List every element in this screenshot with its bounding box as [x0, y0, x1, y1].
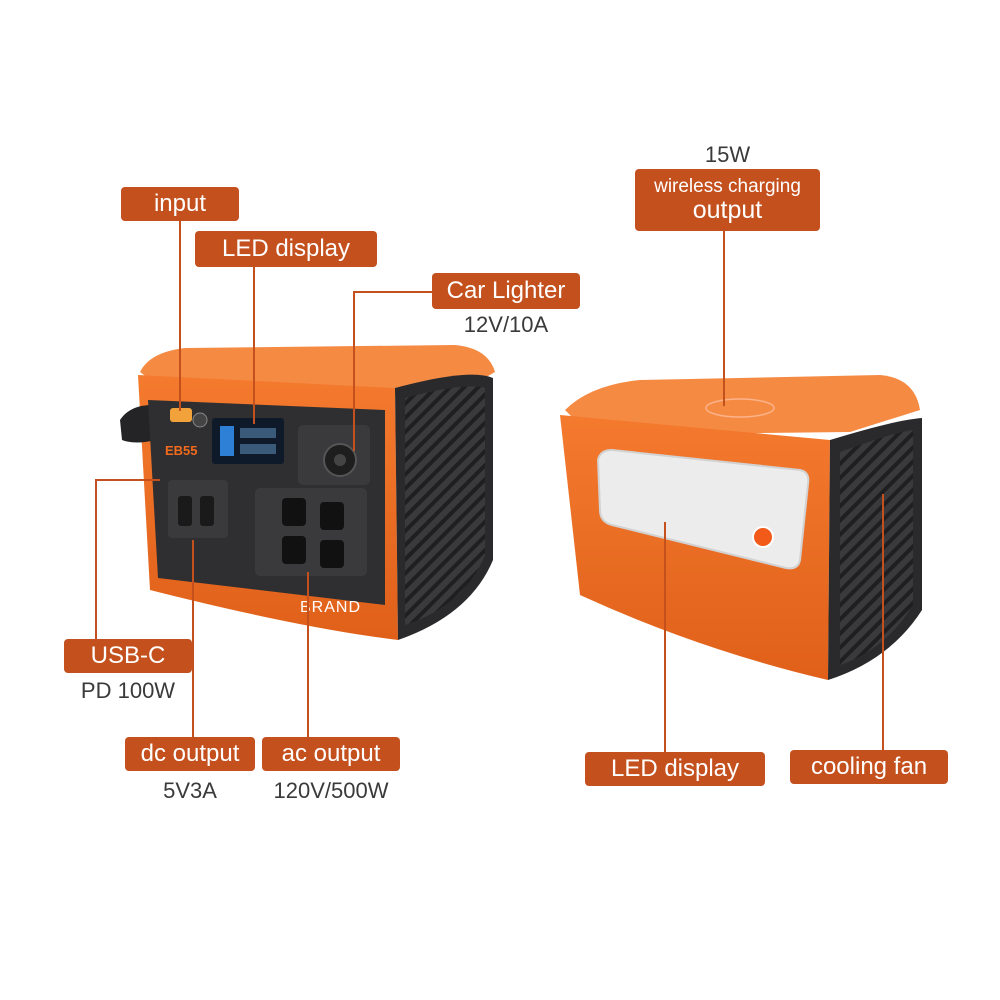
dc-output-label: dc output [125, 737, 255, 771]
wireless-charging-label-top: wireless charging [654, 176, 801, 197]
usb-c-port-2 [200, 496, 214, 526]
wireless-charging-label: wireless charging output [635, 169, 820, 231]
power-button-icon [192, 412, 208, 428]
rear-unit [560, 375, 922, 680]
battery-bar [220, 426, 234, 456]
leader-led-front [253, 266, 255, 424]
wireless-power-spec: 15W [704, 142, 751, 167]
input-label: input [121, 187, 239, 221]
ac-outlet-3 [282, 536, 306, 564]
leader-dc [192, 540, 194, 740]
brand-logo: BRAND [300, 599, 361, 616]
cooling-fan-label: cooling fan [790, 750, 948, 784]
leader-fan [882, 494, 884, 754]
dc-output-spec: 5V3A [163, 778, 217, 803]
leader-wireless [723, 231, 725, 406]
usb-c-spec: PD 100W [80, 678, 176, 703]
car-lighter-label: Car Lighter [432, 273, 580, 309]
car-lighter-spec: 12V/10A [463, 312, 549, 337]
leader-input [179, 221, 181, 411]
ac-output-spec: 120V/500W [273, 778, 389, 803]
leader-led-back [664, 522, 666, 754]
led-display-back-label: LED display [585, 752, 765, 786]
input-port-icon [170, 408, 192, 422]
leader-car-v [353, 291, 355, 451]
model-name: EB55 [165, 443, 198, 458]
wireless-charging-label-bottom: output [692, 196, 763, 224]
leader-ac [307, 572, 309, 740]
leader-usbc-v [95, 479, 97, 639]
ac-outlet-1 [282, 498, 306, 526]
leader-usbc-h [95, 479, 160, 481]
handle [120, 405, 156, 443]
ac-outlet-4 [320, 540, 344, 568]
ac-output-label: ac output [262, 737, 400, 771]
ac-outlet-2 [320, 502, 344, 530]
wireless-charging-pad [705, 398, 775, 418]
light-button [752, 526, 774, 548]
leader-car-h [353, 291, 433, 293]
usb-c-port-1 [178, 496, 192, 526]
front-unit: EB55 BRAND [120, 345, 495, 640]
led-display-front-label: LED display [195, 231, 377, 267]
usb-c-label: USB-C [64, 639, 192, 673]
